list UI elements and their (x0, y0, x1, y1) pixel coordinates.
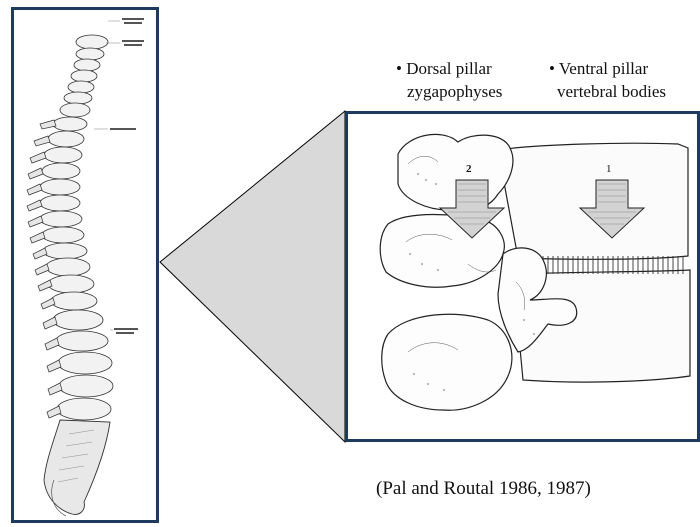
arrow-number-2: 2 (466, 163, 472, 175)
arrow-number-1: 1 (606, 163, 612, 175)
vertebra-illustration: 2 1 (348, 114, 697, 439)
dorsal-pillar-label: • Dorsal pillar (396, 59, 492, 79)
citation: (Pal and Routal 1986, 1987) (376, 478, 591, 500)
spine-panel (11, 7, 159, 523)
spine-illustration (14, 10, 156, 520)
vertebra-detail-panel: 2 1 (345, 111, 700, 442)
ventral-pillar-sublabel: vertebral bodies (557, 82, 666, 102)
dorsal-pillar-sublabel: zygapophyses (407, 82, 502, 102)
ventral-pillar-label: • Ventral pillar (549, 59, 648, 79)
